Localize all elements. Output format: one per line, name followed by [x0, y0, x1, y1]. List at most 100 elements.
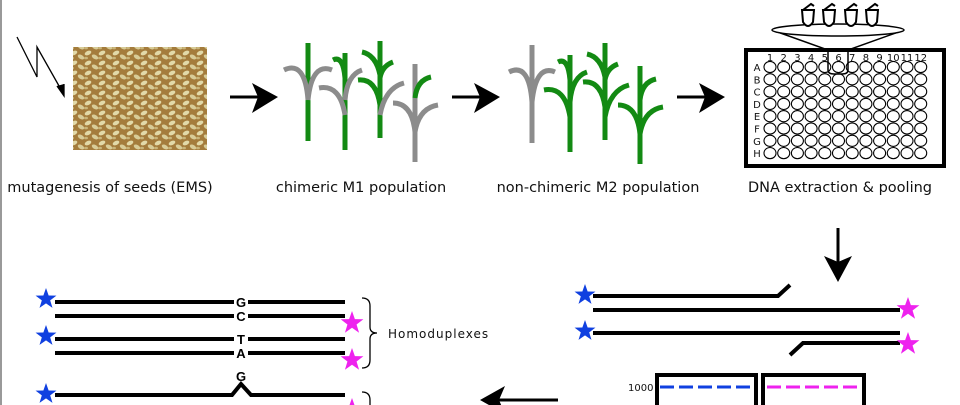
plate-well [900, 73, 914, 86]
plate-well [831, 97, 846, 111]
plate-well [886, 97, 900, 111]
seeds-image [73, 47, 207, 150]
tube-icon [864, 2, 880, 27]
plate-well [859, 110, 873, 123]
plate-row-label: E [754, 112, 760, 123]
plate-well [777, 146, 791, 160]
arrow-right-icon [677, 83, 725, 113]
plate-well [804, 85, 818, 98]
plate-well [845, 110, 859, 123]
plate-column-label: 10 [887, 53, 900, 64]
magenta-star-icon [896, 297, 920, 319]
plate-well [914, 134, 928, 147]
plate-well [790, 97, 804, 111]
plate-well [859, 134, 873, 147]
plate-well [859, 97, 873, 111]
plate-column-label: 9 [876, 53, 882, 64]
plate-well [873, 110, 887, 123]
plate-row-label: D [753, 100, 761, 111]
blue-star-icon [35, 288, 57, 308]
plate-well [763, 73, 777, 86]
plate-well [845, 85, 859, 98]
plate-well [900, 146, 914, 160]
plate-well [859, 146, 873, 160]
plate-well [886, 134, 900, 147]
plate-well [763, 110, 777, 123]
plate-well [914, 97, 928, 111]
plate-well [763, 146, 777, 160]
plate-well [873, 73, 887, 86]
plate-well [914, 146, 928, 160]
plate-row-label: G [753, 137, 761, 148]
arrow-right-icon [452, 83, 500, 113]
plate-well [886, 85, 900, 98]
plate-row-label: F [754, 125, 760, 136]
plate-well [886, 146, 900, 160]
plate-well [804, 60, 818, 74]
plate-well [859, 60, 873, 74]
plate-well [818, 73, 832, 86]
non-chimeric-plants-icon [507, 43, 664, 164]
plate-well [818, 85, 832, 98]
plate-well [845, 60, 859, 74]
plate-well [818, 134, 832, 147]
plate-well [804, 73, 818, 86]
tube-icon [821, 2, 837, 27]
plate-well [831, 110, 846, 123]
plate-well [845, 73, 859, 86]
plate-well [790, 122, 804, 135]
plate-well [831, 85, 846, 98]
plate-well [777, 60, 791, 74]
homoduplex-brace [361, 297, 378, 369]
plate-well [831, 146, 846, 160]
plate-well [873, 85, 887, 98]
plate-well [845, 146, 859, 160]
plate-well [900, 134, 914, 147]
plate-well [831, 122, 846, 135]
plate-well [818, 97, 832, 111]
plate-well [859, 73, 873, 86]
plate-well [763, 85, 777, 98]
plate-well [763, 60, 777, 74]
plate-well [886, 110, 900, 123]
heteroduplex-brace [361, 391, 371, 405]
base-c: C [236, 309, 246, 324]
tube-icon [800, 2, 816, 27]
base-g: G [236, 295, 246, 310]
arrow-down-icon [824, 228, 852, 282]
plate-well [790, 60, 804, 74]
plate-well [831, 60, 846, 74]
plate-well [873, 134, 887, 147]
plate-column-label: 6 [835, 53, 841, 64]
plate-well [873, 122, 887, 135]
gel: 1000 [628, 373, 866, 405]
plate-well [859, 85, 873, 98]
step-label-m1: chimeric M1 population [276, 180, 446, 196]
plate-column-label: 12 [914, 53, 927, 64]
plate-well [804, 134, 818, 147]
plate-well [914, 110, 928, 123]
step-label-m2: non-chimeric M2 population [497, 180, 700, 196]
plate-well [845, 122, 859, 135]
plate-row-label: C [754, 88, 761, 99]
blue-star-icon [574, 284, 596, 304]
plate-well [914, 85, 928, 98]
plate-well [790, 146, 804, 160]
plate-well [831, 134, 846, 147]
plate-well [818, 146, 832, 160]
base-a: A [236, 346, 246, 361]
gel-size-label: 1000 [628, 383, 653, 394]
plate-column-label: 5 [822, 53, 828, 64]
plate-well [804, 122, 818, 135]
step-label-dna: DNA extraction & pooling [748, 180, 932, 196]
plate-well [873, 60, 887, 74]
plate-well [873, 97, 887, 111]
plate-column-label: 3 [794, 53, 800, 64]
chimeric-plants-icon [282, 41, 439, 162]
plate-well [777, 134, 791, 147]
tubes-icon [800, 2, 880, 27]
plate-well [914, 122, 928, 135]
